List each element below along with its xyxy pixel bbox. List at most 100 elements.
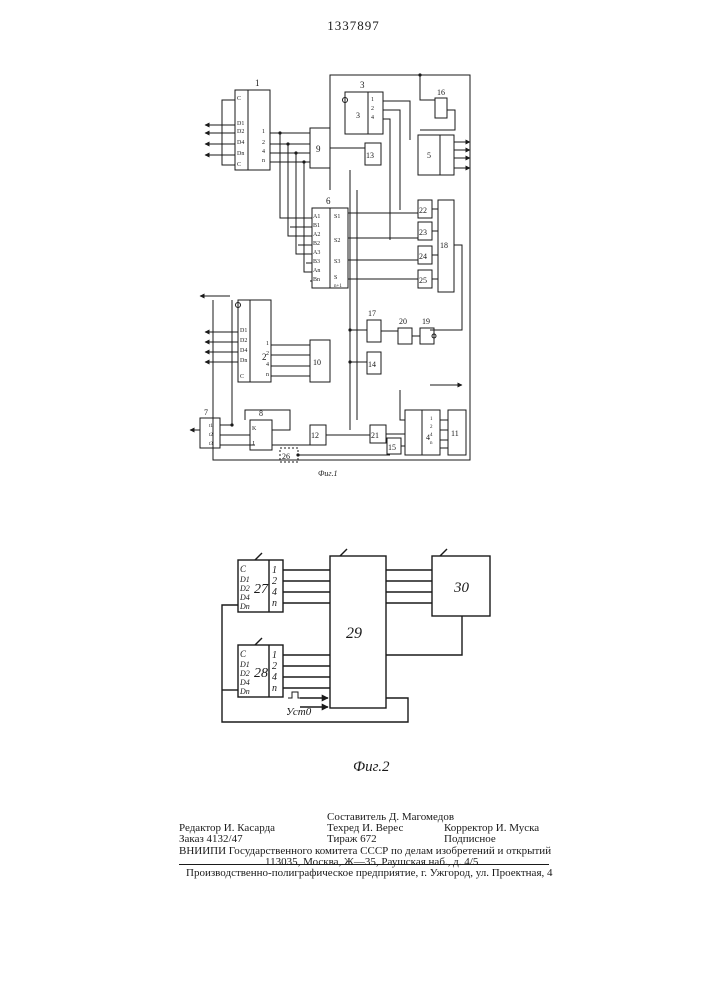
svg-text:D2: D2 bbox=[239, 584, 250, 593]
svg-text:18: 18 bbox=[440, 241, 448, 250]
generator-block-7: 7 t1 t2 t3 bbox=[200, 408, 220, 448]
svg-text:7: 7 bbox=[204, 408, 208, 417]
svg-text:A3: A3 bbox=[313, 250, 320, 256]
block-11: 11 bbox=[448, 410, 466, 455]
figure-1: 1 C D1 D2 D4 Dn C 1 2 4 n 9 bbox=[190, 73, 470, 478]
svg-text:28: 28 bbox=[254, 666, 268, 681]
svg-text:27: 27 bbox=[254, 582, 269, 597]
svg-text:23: 23 bbox=[419, 228, 427, 237]
svg-text:An: An bbox=[313, 268, 320, 274]
svg-text:26: 26 bbox=[282, 452, 290, 461]
svg-text:S: S bbox=[334, 275, 337, 281]
svg-text:1: 1 bbox=[272, 565, 277, 576]
svg-text:t2: t2 bbox=[209, 433, 213, 438]
reset-input-label: Уст0 bbox=[286, 706, 312, 718]
svg-text:10: 10 bbox=[313, 358, 321, 367]
svg-text:Dn: Dn bbox=[240, 358, 247, 364]
block-21: 21 bbox=[370, 425, 386, 443]
svg-text:K: K bbox=[252, 426, 257, 432]
svg-text:1: 1 bbox=[371, 97, 374, 103]
svg-text:19: 19 bbox=[422, 317, 430, 326]
imprint-order: Заказ 4132/47 bbox=[179, 833, 243, 845]
junction-dots bbox=[230, 73, 421, 456]
svg-text:2: 2 bbox=[371, 106, 374, 112]
svg-text:24: 24 bbox=[419, 252, 427, 261]
svg-text:C: C bbox=[237, 162, 241, 168]
svg-text:9: 9 bbox=[316, 144, 321, 154]
svg-text:11: 11 bbox=[451, 429, 459, 438]
counter-block-2: 2 D1 D2 D4 Dn C 1 2 4 n bbox=[238, 300, 271, 382]
svg-text:J: J bbox=[252, 441, 255, 447]
svg-text:4: 4 bbox=[262, 149, 265, 155]
svg-text:D4: D4 bbox=[239, 678, 250, 687]
svg-text:D4: D4 bbox=[239, 593, 250, 602]
block-label-1: 1 bbox=[255, 78, 260, 88]
svg-text:12: 12 bbox=[311, 431, 319, 440]
imprint-divider bbox=[179, 864, 549, 865]
svg-text:14: 14 bbox=[368, 360, 376, 369]
svg-text:13: 13 bbox=[366, 151, 374, 160]
svg-text:4: 4 bbox=[371, 115, 374, 121]
block-14: 14 bbox=[367, 352, 381, 374]
figure-2: 27 C D1 D2 D4 Dn 1 2 4 n 28 C D1 D2 D4 bbox=[222, 549, 490, 775]
svg-text:n+1: n+1 bbox=[334, 284, 342, 289]
counter-block-28: 28 C D1 D2 D4 Dn 1 2 4 n bbox=[238, 638, 283, 697]
svg-text:C: C bbox=[237, 96, 241, 102]
svg-text:3: 3 bbox=[356, 111, 360, 120]
svg-text:25: 25 bbox=[419, 276, 427, 285]
figure2-caption: Фиг.2 bbox=[353, 759, 390, 775]
counter-block-3: 3 3 1 2 4 bbox=[345, 80, 383, 134]
svg-text:1: 1 bbox=[430, 417, 433, 422]
svg-text:D1: D1 bbox=[240, 328, 247, 334]
svg-text:21: 21 bbox=[371, 431, 379, 440]
blocks-22-25: 22 23 24 25 bbox=[418, 200, 432, 288]
svg-text:5: 5 bbox=[427, 151, 431, 160]
block-13: 13 bbox=[365, 143, 381, 165]
svg-text:Dn: Dn bbox=[239, 602, 250, 611]
svg-text:4: 4 bbox=[430, 433, 433, 438]
svg-text:1: 1 bbox=[272, 650, 277, 661]
svg-text:1: 1 bbox=[266, 341, 269, 347]
counter-block-1: 1 C D1 D2 D4 Dn C 1 2 4 n bbox=[235, 78, 270, 170]
figure1-caption: Фиг.1 bbox=[318, 469, 337, 478]
svg-text:A2: A2 bbox=[313, 232, 320, 238]
svg-text:D2: D2 bbox=[239, 669, 250, 678]
trigger-block-8: 8 K J bbox=[250, 409, 272, 450]
svg-text:S1: S1 bbox=[334, 214, 340, 220]
adder-block-6: 6 A1 B1 A2 B2 A3 B3 An Bn S1 S2 S3 S n+1 bbox=[312, 196, 348, 289]
block-12: 12 bbox=[310, 425, 326, 445]
svg-text:2: 2 bbox=[272, 576, 277, 587]
svg-text:20: 20 bbox=[399, 317, 407, 326]
svg-text:t1: t1 bbox=[209, 424, 213, 429]
svg-text:D1: D1 bbox=[239, 660, 250, 669]
svg-text:2: 2 bbox=[266, 351, 269, 357]
svg-text:Dn: Dn bbox=[237, 151, 244, 157]
svg-text:B3: B3 bbox=[313, 259, 320, 265]
svg-text:2: 2 bbox=[272, 661, 277, 672]
svg-text:4: 4 bbox=[266, 362, 269, 368]
svg-text:t3: t3 bbox=[209, 442, 213, 447]
svg-text:Dn: Dn bbox=[239, 687, 250, 696]
svg-text:n: n bbox=[272, 683, 277, 694]
svg-text:29: 29 bbox=[346, 625, 362, 642]
counter-block-4: 4 1 2 4 n bbox=[405, 410, 440, 455]
svg-text:C: C bbox=[240, 374, 244, 380]
imprint-subscription: Подписное bbox=[444, 833, 496, 845]
block-29: 29 bbox=[330, 549, 386, 708]
block-label-6: 6 bbox=[326, 196, 331, 206]
svg-text:4: 4 bbox=[272, 672, 277, 683]
imprint-printer: Производственно-полиграфическое предприя… bbox=[186, 867, 553, 879]
svg-text:17: 17 bbox=[368, 309, 376, 318]
block-15: 15 bbox=[387, 438, 401, 454]
svg-text:C: C bbox=[240, 564, 247, 574]
block-17: 17 bbox=[367, 309, 381, 342]
svg-text:n: n bbox=[430, 441, 433, 446]
svg-text:D4: D4 bbox=[237, 140, 244, 146]
svg-text:Bn: Bn bbox=[313, 277, 320, 283]
svg-text:4: 4 bbox=[272, 587, 277, 598]
block-20: 20 bbox=[398, 317, 412, 344]
svg-text:D2: D2 bbox=[240, 338, 247, 344]
counter-block-27: 27 C D1 D2 D4 Dn 1 2 4 n bbox=[238, 553, 283, 612]
svg-text:D4: D4 bbox=[240, 348, 247, 354]
